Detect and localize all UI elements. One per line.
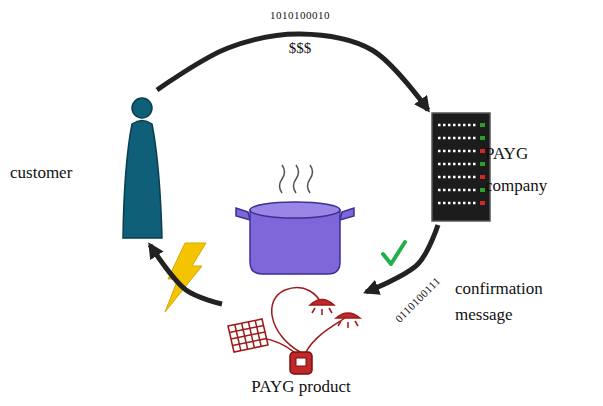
node-label: PAYG product [222, 376, 380, 397]
cooking-pot [236, 165, 354, 274]
flow-arrow [150, 245, 222, 304]
edge-label: confirmation message [455, 276, 567, 329]
solar-home-system [228, 288, 360, 374]
binary-message: 0110100111 [393, 275, 444, 326]
flow-arrow [157, 34, 428, 110]
server-icon [432, 113, 490, 221]
edge-label: 1010100010 [270, 9, 330, 22]
money-label: $$$ [289, 39, 312, 57]
node-box: customer [5, 90, 165, 245]
node-label: customer [10, 162, 100, 183]
node-box: PAYG company [428, 110, 595, 225]
person-icon [123, 98, 162, 238]
check-mark [383, 242, 405, 264]
node-label: PAYG company [485, 138, 565, 203]
node-box: PAYG product [222, 292, 384, 402]
